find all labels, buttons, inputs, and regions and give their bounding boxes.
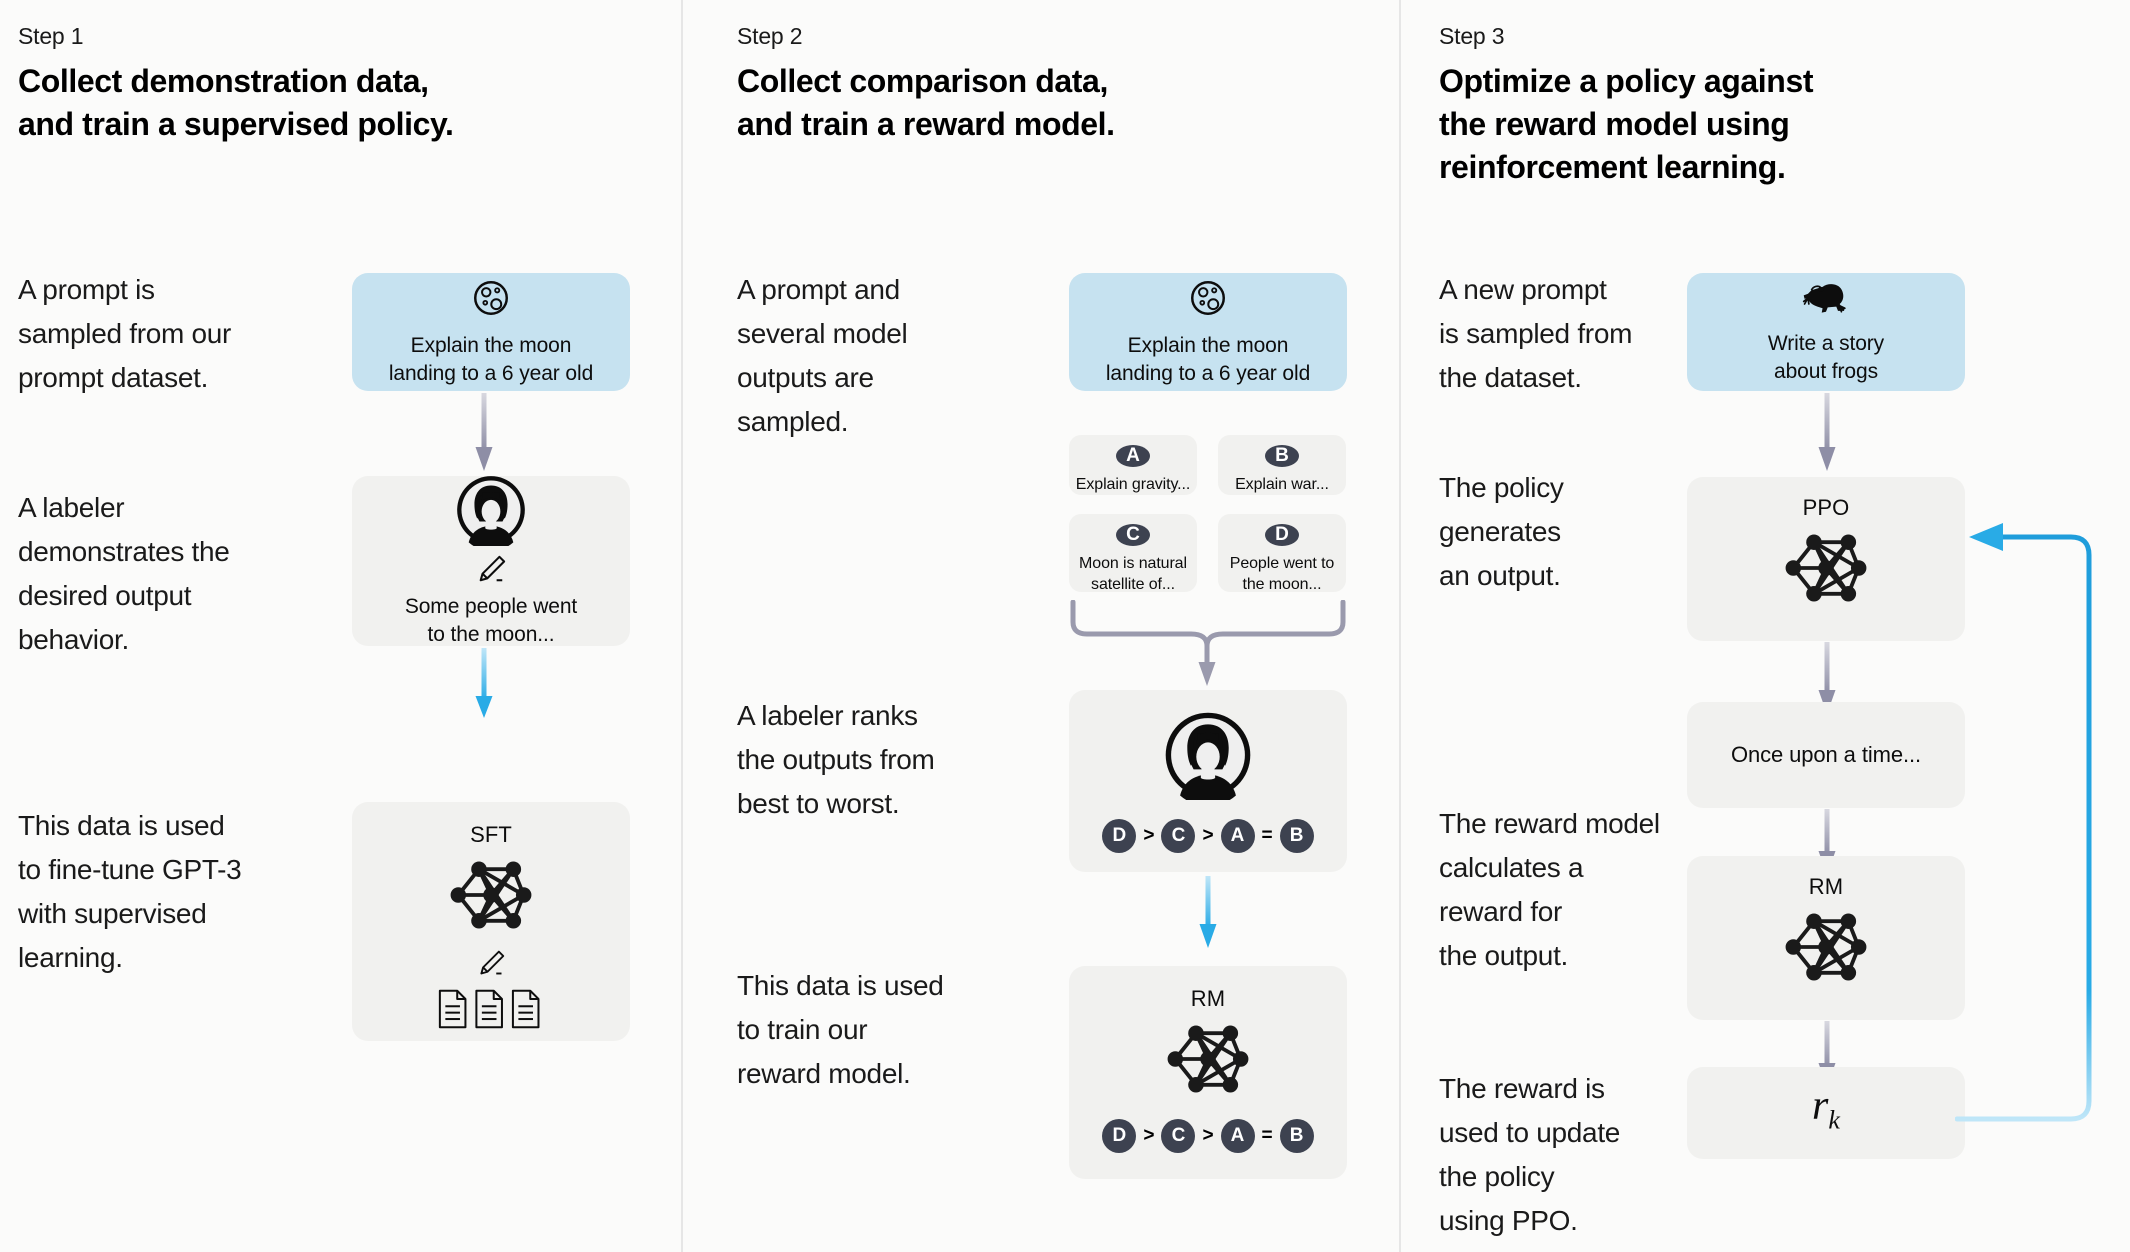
step-3-rm-card[interactable]: RM xyxy=(1687,856,1965,1020)
rm-rank-badge-a: A xyxy=(1220,1119,1255,1153)
step-1-labeler-text: Some people went to the moon... xyxy=(404,594,578,646)
step-2-prompt-card[interactable]: Explain the moon landing to a 6 year old xyxy=(1069,273,1347,391)
merge-brace-arrow xyxy=(1069,599,1347,693)
neural-network-icon xyxy=(1156,1016,1260,1107)
step-1-paragraph-3: This data is used to fine-tune GPT-3 wit… xyxy=(18,810,242,973)
step-1-labeler-card[interactable]: Some people went to the moon... xyxy=(352,474,630,646)
labeler-avatar-icon xyxy=(455,474,527,551)
moon-icon xyxy=(1187,277,1229,324)
step-2-rm-card[interactable]: RM xyxy=(1069,966,1347,1179)
step-2-output-card-b[interactable]: B Explain war... xyxy=(1218,435,1346,495)
output-text-a: Explain gravity... xyxy=(1075,476,1191,493)
step-3-paragraph-4: The reward is used to update the policy … xyxy=(1439,1073,1621,1236)
step-2-paragraph-1: A prompt and several model outputs are s… xyxy=(737,274,908,437)
frog-icon xyxy=(1802,279,1850,322)
output-text-d: People went to the moon... xyxy=(1229,555,1335,593)
step-3-prompt-card[interactable]: Write a story about frogs xyxy=(1687,273,1965,391)
documents-icon xyxy=(436,988,546,1035)
step-2-label: Step 2 xyxy=(737,23,803,49)
step-3-ppo-card[interactable]: PPO xyxy=(1687,477,1965,641)
rm-rank-badge-b: B xyxy=(1279,1119,1314,1153)
output-badge-b: B xyxy=(1265,445,1299,467)
step-3-title: Optimize a policy against the reward mod… xyxy=(1439,63,1814,185)
output-badge-c: C xyxy=(1116,524,1150,546)
step-2-prompt-text: Explain the moon landing to a 6 year old xyxy=(1105,333,1311,385)
arrow-gray-down-2 xyxy=(1816,393,1838,476)
neural-network-icon xyxy=(1774,904,1878,995)
arrow-blue-down-2 xyxy=(1197,876,1219,953)
neural-network-icon xyxy=(1774,525,1878,616)
reward-symbol-k: k xyxy=(1828,1105,1840,1135)
step-2-ranking-card[interactable]: D > C > A = B xyxy=(1069,690,1347,872)
output-badge-a: A xyxy=(1116,445,1150,467)
labeler-avatar-icon xyxy=(1163,710,1253,806)
step-1-prompt-card[interactable]: Explain the moon landing to a 6 year old xyxy=(352,273,630,391)
rank-badge-d: D xyxy=(1102,818,1137,853)
rank-badge-a: A xyxy=(1220,818,1255,853)
rank-op-2: > xyxy=(1202,824,1214,846)
step-3-paragraph-2: The policy generates an output. xyxy=(1439,472,1564,591)
step-1-sft-title: SFT xyxy=(470,822,512,847)
step-3-ppo-title: PPO xyxy=(1802,495,1850,520)
rm-rank-op-2: > xyxy=(1202,1125,1214,1146)
rm-rank-op-1: > xyxy=(1143,1125,1155,1146)
step-3-paragraph-3: The reward model calculates a reward for… xyxy=(1439,808,1660,971)
step-2-output-card-a[interactable]: A Explain gravity... xyxy=(1069,435,1197,495)
step-3-rm-title: RM xyxy=(1808,874,1844,899)
step-2-rm-ranking-row: D > C > A = B xyxy=(1102,1119,1314,1153)
arrow-blue-down-1 xyxy=(473,648,495,723)
rm-rank-badge-d: D xyxy=(1102,1119,1137,1153)
pencil-icon-sft xyxy=(475,949,507,982)
step-1-paragraph-2: A labeler demonstrates the desired outpu… xyxy=(18,492,230,655)
pencil-icon xyxy=(474,554,508,589)
step-3-column: Step 3 Optimize a policy against the rew… xyxy=(1399,0,2130,1252)
ppo-update-loop-arrow xyxy=(1954,501,2107,1146)
step-3-paragraph-1: A new prompt is sampled from the dataset… xyxy=(1439,274,1633,393)
rank-badge-c: C xyxy=(1161,818,1196,853)
rank-op-1: > xyxy=(1143,824,1155,846)
reward-symbol-r: r xyxy=(1812,1082,1829,1129)
step-3-prompt-text: Write a story about frogs xyxy=(1767,331,1885,383)
arrow-gray-down-1 xyxy=(473,393,495,476)
step-3-reward-card[interactable]: rk xyxy=(1687,1067,1965,1159)
rm-rank-op-3: = xyxy=(1261,1125,1273,1146)
step-2-title: Collect comparison data, and train a rew… xyxy=(737,63,1115,142)
step-2-rm-title: RM xyxy=(1190,986,1226,1011)
rank-badge-b: B xyxy=(1279,818,1314,853)
step-3-output-text: Once upon a time... xyxy=(1730,742,1922,767)
step-2-output-card-d[interactable]: D People went to the moon... xyxy=(1218,514,1346,593)
step-2-paragraph-3: This data is used to train our reward mo… xyxy=(737,970,944,1089)
step-2-paragraph-2: A labeler ranks the outputs from best to… xyxy=(737,700,935,819)
step-1-paragraph-1: A prompt is sampled from our prompt data… xyxy=(18,274,232,393)
reward-symbol: rk xyxy=(1812,1085,1840,1141)
column-divider-2 xyxy=(1399,0,1401,1252)
step-1-title: Collect demonstration data, and train a … xyxy=(18,63,454,142)
step-3-label: Step 3 xyxy=(1439,23,1505,49)
rm-rank-badge-c: C xyxy=(1161,1119,1196,1153)
step-1-sft-card[interactable]: SFT xyxy=(352,802,630,1041)
step-1-prompt-text: Explain the moon landing to a 6 year old xyxy=(388,333,594,385)
output-text-c: Moon is natural satellite of... xyxy=(1079,555,1187,593)
step-2-output-card-c[interactable]: C Moon is natural satellite of... xyxy=(1069,514,1197,593)
moon-icon xyxy=(470,277,512,324)
step-2-column: Step 2 Collect comparison data, and trai… xyxy=(681,0,1399,1252)
step-1-column: Step 1 Collect demonstration data, and t… xyxy=(0,0,681,1252)
rank-op-3: = xyxy=(1261,824,1273,846)
output-text-b: Explain war... xyxy=(1235,476,1329,493)
column-divider-1 xyxy=(681,0,683,1252)
step-2-ranking-row: D > C > A = B xyxy=(1102,818,1314,853)
output-badge-d: D xyxy=(1265,524,1299,546)
neural-network-icon xyxy=(439,852,543,943)
step-3-output-card[interactable]: Once upon a time... xyxy=(1687,702,1965,808)
step-1-label: Step 1 xyxy=(18,23,84,49)
